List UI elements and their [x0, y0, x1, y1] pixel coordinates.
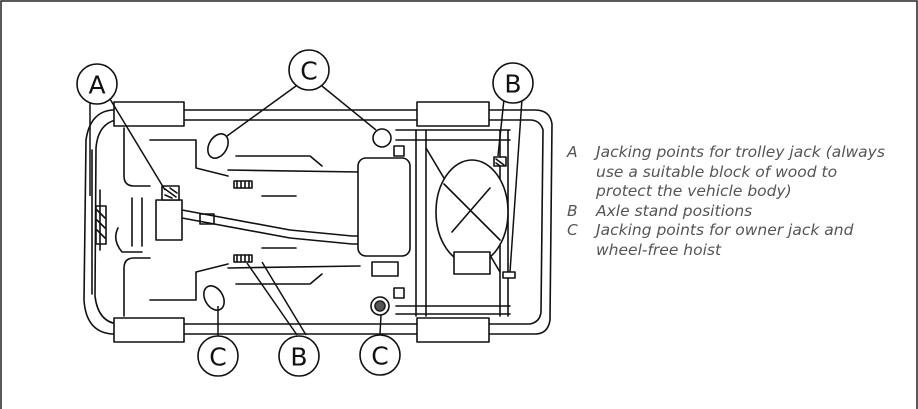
axle-stand-point-front-lower	[233, 254, 253, 263]
callout-b-bottom-circle	[278, 335, 320, 377]
axle-stand-point-front	[233, 180, 253, 189]
callout-c-bottom-left-label: C	[209, 343, 226, 372]
wheel-front-left	[113, 101, 185, 127]
callout-b-top-label: B	[504, 70, 521, 99]
legend-key: A	[567, 143, 578, 161]
owner-jack-point-rear-left	[372, 128, 392, 148]
legend-item-a: A Jacking points for trolley jack (alway…	[567, 143, 897, 202]
callout-c-top-label: C	[300, 57, 317, 86]
callout-c-bottom-right-label: C	[371, 342, 388, 371]
legend-text: Jacking points for trolley jack (always …	[596, 143, 885, 200]
legend-key: C	[567, 221, 578, 239]
legend-item-c: C Jacking points for owner jack and whee…	[567, 221, 897, 260]
wheel-rear-right	[416, 317, 490, 343]
legend-text: Jacking points for owner jack and wheel-…	[596, 221, 854, 259]
owner-jack-point-front-right	[203, 285, 225, 311]
radiator	[95, 205, 107, 245]
callout-a-circle	[76, 63, 118, 105]
callout-c-bottom-left-circle	[197, 335, 239, 377]
callout-b-bottom-label: B	[290, 343, 307, 372]
car-body-inner	[94, 119, 544, 325]
callout-c-bottom-right-circle	[359, 334, 401, 376]
callout-a-label: A	[88, 71, 105, 100]
axle-stand-point-rear-lower	[502, 271, 516, 279]
owner-jack-point-front-left	[207, 133, 229, 159]
wheel-front-right	[113, 317, 185, 343]
diagram-legend: A Jacking points for trolley jack (alway…	[567, 143, 897, 260]
legend-key: B	[567, 201, 578, 220]
fuel-tank	[357, 157, 411, 257]
callout-b-top-circle	[492, 62, 534, 104]
legend-text: Axle stand positions	[596, 201, 753, 220]
car-body-outline	[83, 109, 553, 335]
legend-item-b: B Axle stand positions	[567, 202, 897, 222]
callout-c-top-circle	[288, 49, 330, 91]
wheel-rear-left	[416, 101, 490, 127]
